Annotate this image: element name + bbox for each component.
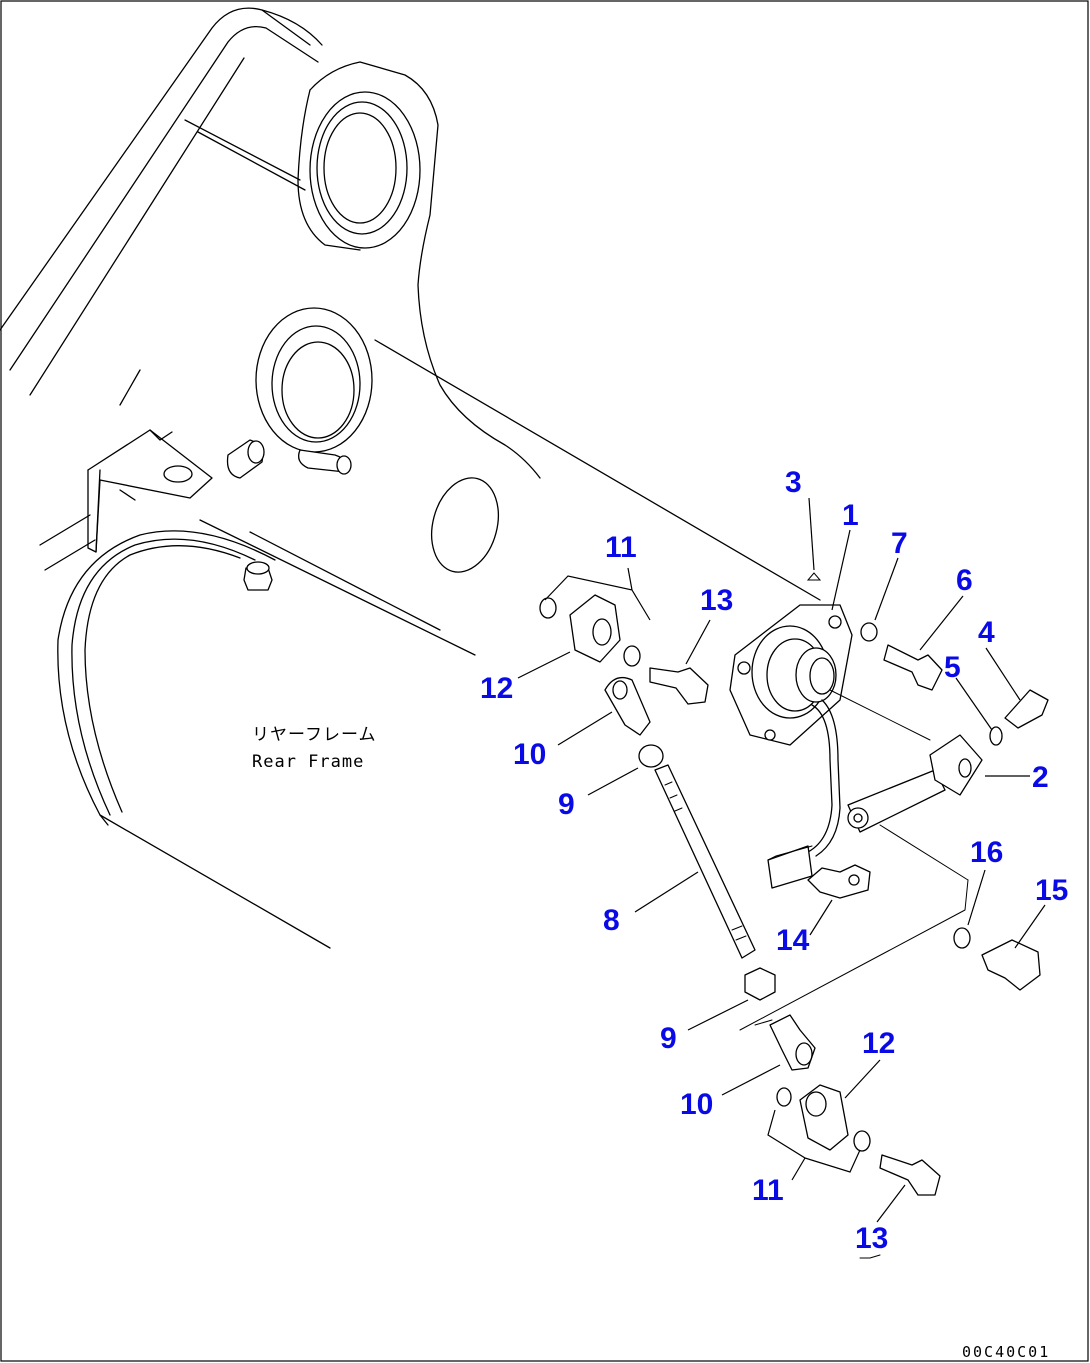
callout-13-upper: 13 (700, 584, 733, 617)
frame-oval-hole (431, 477, 499, 573)
bolt-13-lower (879, 1154, 941, 1196)
callout-9-lower: 9 (660, 1022, 677, 1055)
sensor-assembly (729, 572, 969, 889)
callout-2: 2 (1032, 761, 1049, 794)
rear-frame-structure (0, 7, 821, 949)
drawing-code: 00C40C01 (962, 1343, 1050, 1361)
lower-boss-ring (255, 307, 373, 453)
callout-3: 3 (785, 466, 802, 499)
nut-9-lower (744, 967, 776, 1001)
rod-8 (654, 764, 756, 959)
callout-6: 6 (956, 564, 973, 597)
bolt-6 (883, 644, 943, 691)
frame-label-japanese: リヤーフレーム (252, 725, 376, 745)
callout-4: 4 (978, 616, 995, 649)
callout-11-upper: 11 (605, 531, 637, 564)
frame-label-english: Rear Frame (252, 752, 364, 772)
callout-12-upper: 12 (480, 672, 513, 705)
callout-12-lower: 12 (862, 1027, 895, 1060)
leader-lines (517, 497, 1046, 1259)
washer-16 (953, 927, 971, 949)
callout-15: 15 (1035, 874, 1068, 907)
callout-9-upper: 9 (558, 788, 575, 821)
nut-9-upper (638, 744, 664, 768)
upper-pin-bore (309, 91, 421, 249)
callout-1: 1 (842, 499, 859, 532)
callout-8: 8 (603, 904, 620, 937)
hardware (539, 594, 1049, 1196)
bolt-13-upper (649, 667, 709, 705)
callout-14: 14 (776, 924, 810, 957)
bushing-12-lower (799, 1084, 849, 1151)
bolt-15 (981, 939, 1041, 991)
screw-4 (1004, 689, 1049, 729)
callout-11-lower: 11 (752, 1174, 784, 1207)
washer-5 (989, 726, 1003, 746)
callouts: 3 1 7 6 4 5 2 16 15 14 11 13 12 10 9 8 9… (480, 466, 1068, 1255)
rod-end-10-upper (604, 676, 651, 736)
callout-7: 7 (891, 527, 908, 560)
lever-part-2 (847, 734, 983, 833)
callout-16: 16 (970, 836, 1003, 869)
washer-7 (860, 622, 878, 642)
clamp-part-14 (807, 864, 871, 899)
callout-10-upper: 10 (513, 738, 546, 771)
callout-10-lower: 10 (680, 1088, 713, 1121)
callout-5: 5 (944, 651, 961, 684)
callout-13-lower: 13 (855, 1222, 888, 1255)
